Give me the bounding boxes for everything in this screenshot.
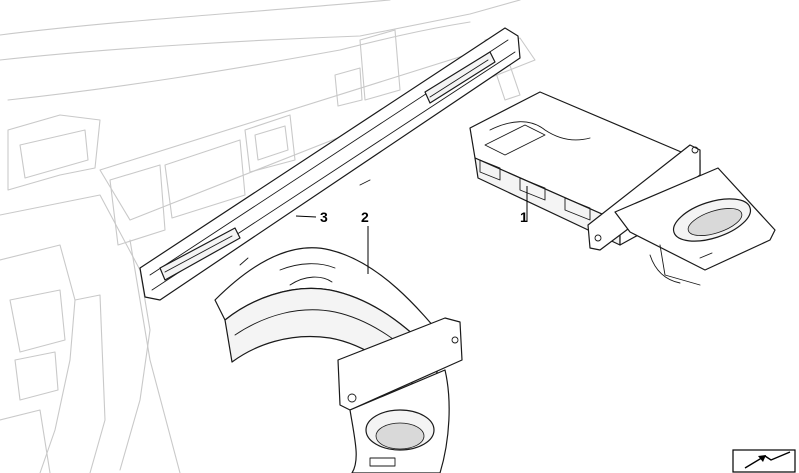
callout-part3: 3 bbox=[320, 209, 328, 225]
part-curved-cup-holder bbox=[214, 247, 463, 473]
leader-line-part3 bbox=[295, 215, 317, 218]
dashboard-ghost bbox=[0, 0, 536, 473]
part-sliding-cup-holder bbox=[469, 91, 776, 286]
callout-part2: 2 bbox=[361, 209, 369, 225]
direction-arrow-icon bbox=[732, 449, 796, 473]
part-trim-strip bbox=[139, 27, 521, 301]
leader-lines bbox=[295, 186, 528, 274]
callout-part1: 1 bbox=[520, 209, 528, 225]
